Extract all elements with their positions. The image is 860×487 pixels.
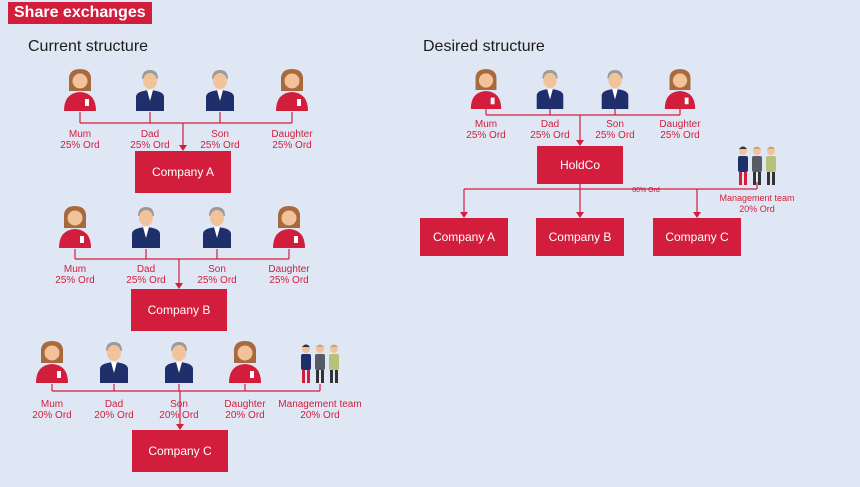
current-2-owner-3-woman-icon	[229, 341, 261, 383]
current-1-owner-3-woman-icon	[273, 206, 305, 248]
desired-management-group-icon	[738, 146, 776, 185]
holdco-box	[537, 146, 623, 184]
desired-owner-0-woman-icon	[470, 69, 502, 109]
desired-owner-1-man-icon	[536, 70, 564, 109]
desired-owner-0-name: Mum	[475, 119, 497, 130]
current-2-owner-3-share: 20% Ord	[225, 410, 264, 421]
current-2-owner-2-share: 20% Ord	[159, 410, 198, 421]
desired-management-name: Management team	[719, 193, 794, 203]
current-1-owner-1-man-icon	[132, 207, 160, 248]
desired-company-0-box	[420, 218, 508, 256]
desired-company-0-arrow-head	[460, 212, 468, 218]
desired-owner-3-name: Daughter	[659, 119, 701, 130]
current-0-owner-2-man-icon	[206, 70, 234, 111]
current-2-owner-1-name: Dad	[105, 399, 123, 410]
desired-owner-3-share: 25% Ord	[660, 130, 699, 141]
desired-owner-2-name: Son	[606, 119, 624, 130]
current-1-owner-0-name: Mum	[64, 264, 86, 275]
desired-owner-2-share: 25% Ord	[595, 130, 634, 141]
desired-owner-1-share: 25% Ord	[530, 130, 569, 141]
current-2-owner-1-man-icon	[100, 342, 128, 383]
current-1-owner-2-share: 25% Ord	[197, 275, 236, 286]
current-1-owner-2-name: Son	[208, 264, 226, 275]
desired-owner-3-woman-icon	[664, 69, 696, 109]
current-1-owner-1-name: Dad	[137, 264, 155, 275]
current-0-owner-0-name: Mum	[69, 129, 91, 140]
current-2-company-box	[132, 430, 228, 472]
current-0-owner-3-share: 25% Ord	[272, 140, 311, 151]
current-1-company-box	[131, 289, 227, 331]
current-0-company-box-label: Company A	[152, 165, 214, 179]
holdco-box-label: HoldCo	[560, 158, 600, 172]
current-2-owner-4-group-icon	[301, 344, 339, 383]
desired-owner-1-name: Dad	[541, 119, 559, 130]
desired-company-1-box-label: Company B	[549, 230, 612, 244]
current-0-owner-3-woman-icon	[276, 69, 308, 111]
branch-share-label: 80% Ord	[632, 187, 660, 194]
desired-company-1-arrow-head	[576, 212, 584, 218]
current-2-owner-4-name: Management team	[278, 399, 361, 410]
current-0-owner-3-name: Daughter	[271, 129, 313, 140]
current-1-owner-2-man-icon	[203, 207, 231, 248]
current-1-owner-1-share: 25% Ord	[126, 275, 165, 286]
current-2-owner-4-share: 20% Ord	[300, 410, 339, 421]
desired-company-2-box-label: Company C	[665, 230, 729, 244]
current-2-arrow-head	[176, 424, 184, 430]
desired-company-1-box	[536, 218, 624, 256]
current-2-owner-0-name: Mum	[41, 399, 63, 410]
desired-company-0-box-label: Company A	[433, 230, 495, 244]
current-1-owner-3-name: Daughter	[268, 264, 310, 275]
current-2-owner-2-man-icon	[165, 342, 193, 383]
current-0-owner-0-woman-icon	[64, 69, 96, 111]
current-2-owner-0-woman-icon	[36, 341, 68, 383]
page-title: Share exchanges	[8, 2, 152, 24]
current-structure-title: Current structure	[28, 38, 149, 55]
current-0-arrow-head	[179, 145, 187, 151]
current-0-company-box	[135, 151, 231, 193]
current-1-owner-3-share: 25% Ord	[269, 275, 308, 286]
desired-management-share: 20% Ord	[739, 204, 775, 214]
desired-company-2-box	[653, 218, 741, 256]
current-2-owner-2-name: Son	[170, 399, 188, 410]
current-1-owner-0-woman-icon	[59, 206, 91, 248]
desired-company-2-arrow-head	[693, 212, 701, 218]
current-2-company-box-label: Company C	[148, 444, 212, 458]
current-0-owner-1-share: 25% Ord	[130, 140, 169, 151]
current-1-arrow-head	[175, 283, 183, 289]
desired-holdco-arrow-head	[576, 140, 584, 146]
current-0-owner-2-name: Son	[211, 129, 229, 140]
current-0-owner-1-man-icon	[136, 70, 164, 111]
current-2-owner-0-share: 20% Ord	[32, 410, 71, 421]
desired-structure-title: Desired structure	[423, 38, 545, 55]
current-0-owner-1-name: Dad	[141, 129, 159, 140]
desired-owner-2-man-icon	[601, 70, 629, 109]
desired-owner-0-share: 25% Ord	[466, 130, 505, 141]
current-2-owner-1-share: 20% Ord	[94, 410, 133, 421]
current-1-owner-0-share: 25% Ord	[55, 275, 94, 286]
current-0-owner-2-share: 25% Ord	[200, 140, 239, 151]
current-1-company-box-label: Company B	[148, 303, 211, 317]
current-2-owner-3-name: Daughter	[224, 399, 266, 410]
current-0-owner-0-share: 25% Ord	[60, 140, 99, 151]
